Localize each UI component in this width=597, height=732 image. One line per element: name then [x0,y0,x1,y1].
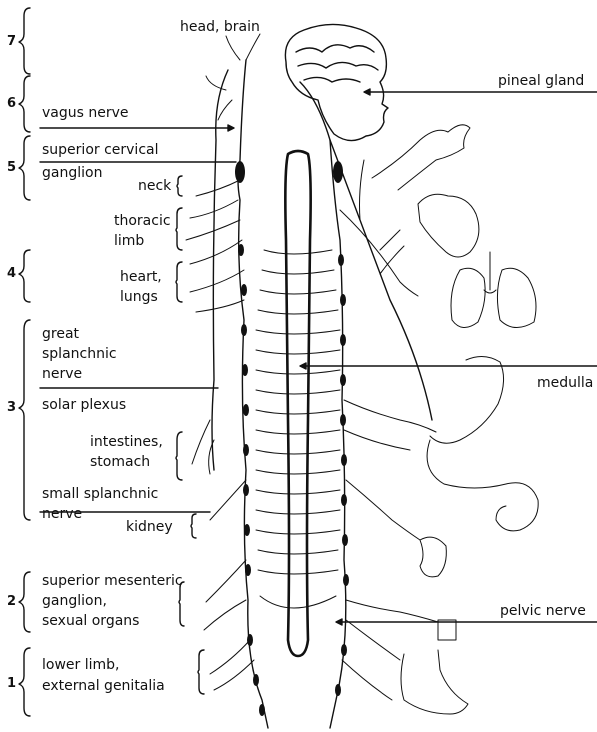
label-superior-cervical-2: ganglion [42,164,102,182]
label-thoracic-2: limb [114,232,144,250]
spinal-cord [285,151,310,656]
label-neck: neck [138,177,171,195]
segment-number: 1 [7,677,16,691]
label-thoracic: thoracic [114,212,171,230]
stomach-outline [430,356,504,443]
label-medulla: medulla [537,374,593,392]
kidney-outline [420,537,446,577]
segment-number: 4 [7,267,16,281]
label-stomach: stomach [90,453,150,471]
label-small-splanchnic-nerve: nerve [42,505,82,523]
label-lower-limb: lower limb, [42,656,119,674]
label-ganglion: ganglion, [42,592,107,610]
segment-number: 7 [7,35,16,49]
segment-number: 5 [7,161,16,175]
brace-1 [19,648,30,716]
label-head-brain: head, brain [180,18,260,36]
label-small-splanchnic: small splanchnic [42,485,158,503]
label-splanchnic: splanchnic [42,345,117,363]
label-heart: heart, [120,268,162,286]
segment-number: 6 [7,97,16,111]
foot-outline [401,650,468,714]
segment-number: 3 [7,401,16,415]
brace-7 [19,8,30,74]
brace-kidney [191,514,196,538]
label-pineal-gland: pineal gland [498,72,584,90]
label-lungs: lungs [120,288,158,306]
intestines-outline [427,440,538,531]
label-intestines: intestines, [90,433,163,451]
brace-neck [177,176,182,196]
vagus-nerve-path [300,82,432,420]
arm-outline [372,125,470,190]
brace-4 [19,250,30,302]
label-superior-cervical: superior cervical [42,141,159,159]
left-sympathetic-chain [238,60,268,728]
label-kidney: kidney [126,518,173,536]
label-pelvic-nerve: pelvic nerve [500,602,586,620]
label-vagus-nerve: vagus nerve [42,104,129,122]
label-great: great [42,325,79,343]
brace-6 [19,76,30,132]
label-sexual-organs: sexual organs [42,612,139,630]
label-external-genitalia: external genitalia [42,677,165,695]
lungs-outline [451,268,485,327]
brace-5 [19,136,30,200]
brace-intestines [176,432,182,480]
heart-outline [418,194,479,257]
label-superior-mesenteric: superior mesenteric [42,572,183,590]
brace-3 [19,320,30,520]
segment-number: 2 [7,595,16,609]
label-solar-plexus: solar plexus [42,396,126,414]
right-sympathetic-chain [330,140,346,728]
brace-lower [198,650,204,694]
brace-thoracic [176,208,182,250]
brace-heart [176,262,182,302]
label-nerve: nerve [42,365,82,383]
brace-2 [19,572,30,632]
